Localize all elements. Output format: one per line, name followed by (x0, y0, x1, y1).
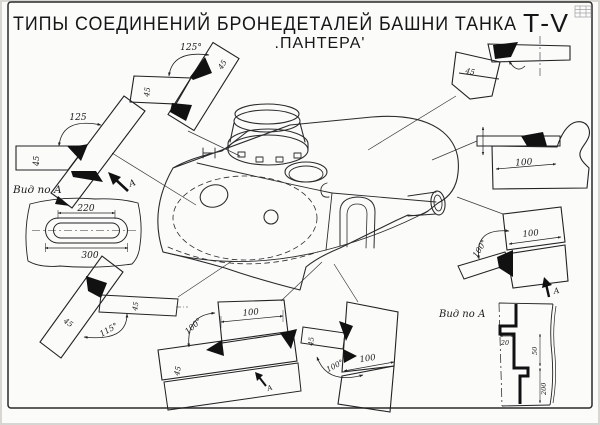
pistol-port (263, 209, 279, 225)
oval-outer-dim: 300 (81, 251, 98, 261)
tank-designation: Т-V (523, 8, 569, 38)
joint-rear-wall: 100 45 100° (300, 301, 399, 413)
d8-width-dim: 100 (242, 307, 260, 318)
drawing-subtitle: .ПАНТЕРА' (275, 35, 366, 52)
d8-angle-dim: 100° (183, 316, 203, 336)
view-direction-arrow-a-small: А (255, 372, 274, 393)
joint-top-cross: 125° 45 45 (129, 41, 240, 132)
d4-width-dim: 100 (515, 157, 533, 168)
d1-angle-dim: 125 (69, 113, 86, 123)
d2-thickness1-dim: 45 (142, 86, 152, 98)
d5-angle-dim: 100° (471, 238, 489, 259)
joint-top-right: 45 (451, 36, 571, 100)
arrow-a-label: А (265, 384, 274, 394)
front-port-opening (199, 184, 229, 208)
d9-plate-dim: 45 (131, 301, 141, 313)
turret-isometric-view (157, 103, 459, 291)
view-a-right-label: Вид по А (438, 309, 486, 320)
d2-angle-dim: 125° (180, 43, 202, 53)
d6-lower-dim: 200 (540, 383, 548, 396)
d3-thickness-dim: 45 (464, 66, 476, 77)
d5-width-dim: 100 (522, 228, 540, 240)
joint-bottom-left: 115° 45 45 (39, 255, 188, 359)
d6-upper-dim: 50 (531, 347, 539, 355)
d7-width-dim: 100 (359, 353, 377, 366)
d9-thickness-dim: 45 (61, 316, 75, 330)
joint-roof-block: 100 (476, 121, 590, 190)
d2-thickness2-dim: 45 (216, 58, 229, 72)
d9-angle-dim: 115° (98, 321, 119, 338)
leader-lines (111, 95, 504, 303)
view-direction-arrow-a-left: А (108, 172, 138, 192)
arrow-a-label: А (127, 178, 138, 190)
view-a-oval-seam: Вид по А 220 300 (12, 184, 142, 268)
joint-left-cross: 125 45 А (15, 95, 146, 209)
hidden-contours (167, 175, 319, 265)
corner-stamp-icon (574, 5, 592, 18)
rear-cylinder-stub (407, 190, 446, 217)
title-block: ТИПЫ СОЕДИНЕНИЙ БРОНЕДЕТАЛЕЙ БАШНИ ТАНКА… (13, 5, 592, 52)
arrow-a-label: А (552, 286, 561, 296)
d8-thickness-dim: 45 (172, 365, 183, 377)
drawing-title: ТИПЫ СОЕДИНЕНИЙ БРОНЕДЕТАЛЕЙ БАШНИ ТАНКА (13, 11, 517, 35)
rear-hatch-frame (339, 196, 376, 249)
roof-hatch (284, 161, 330, 198)
view-a-left-label: Вид по А (12, 184, 62, 196)
view-a-interlock-seam: 20 50 200 (498, 302, 557, 407)
view-direction-arrow-a-right: А (542, 277, 561, 298)
commander-cupola (202, 103, 309, 166)
d1-thickness-dim: 45 (32, 156, 41, 167)
joint-bottom-middle: 100 100° 45 А (157, 299, 302, 411)
d7-thickness-dim: 45 (307, 336, 316, 347)
cupola-handle (202, 147, 216, 159)
d6-step-dim: 20 (500, 339, 509, 347)
oval-inner-dim: 220 (76, 204, 94, 214)
